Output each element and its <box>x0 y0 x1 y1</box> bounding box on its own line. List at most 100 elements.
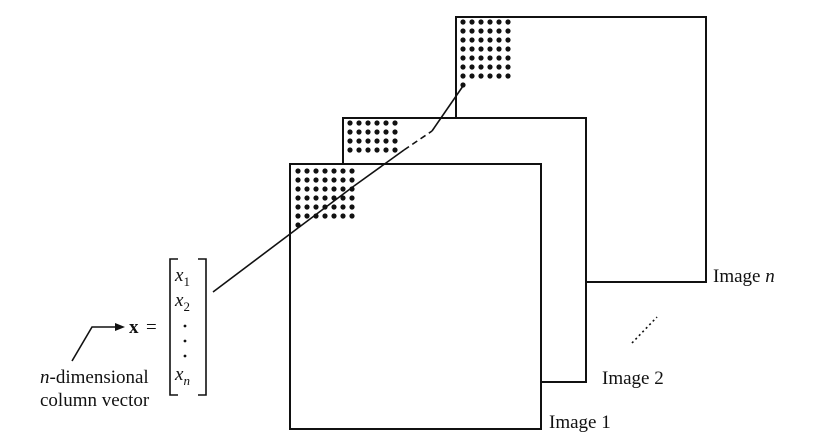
pixel-dot <box>496 64 502 70</box>
pixel-dot <box>478 19 484 25</box>
pixel-dot <box>331 213 337 219</box>
pixel-dot <box>496 37 502 43</box>
pixel-dot <box>392 129 398 135</box>
pixel-dot <box>469 73 475 79</box>
pixel-dot <box>496 55 502 61</box>
pixel-dot <box>313 177 319 183</box>
pixel-dot <box>487 28 493 34</box>
pixel-dot <box>487 19 493 25</box>
pixel-dot <box>478 37 484 43</box>
pixel-dot <box>383 147 389 153</box>
pixel-dot <box>349 204 355 210</box>
pixel-dot <box>469 19 475 25</box>
image-1-pixel-grid <box>295 168 355 228</box>
pixel-dot <box>383 138 389 144</box>
pixel-dot <box>392 147 398 153</box>
pixel-dot <box>469 37 475 43</box>
pixel-dot <box>496 19 502 25</box>
vector-dot-3 <box>183 354 187 358</box>
pixel-dot <box>322 195 328 201</box>
pixel-dot <box>295 168 301 174</box>
pixel-dot <box>340 204 346 210</box>
pixel-dot <box>347 120 353 126</box>
pixel-dot <box>487 46 493 52</box>
pixel-dot <box>460 19 466 25</box>
image-2-pixel-grid <box>347 120 398 153</box>
vector-entry-2: x2 <box>174 290 190 314</box>
image-2-label: Image 2 <box>602 368 664 389</box>
pixel-dot <box>460 64 466 70</box>
pixel-dot <box>347 147 353 153</box>
image-1-label: Image 1 <box>549 412 611 433</box>
pixel-dot <box>496 73 502 79</box>
pixel-dot <box>374 147 380 153</box>
pixel-dot <box>295 213 301 219</box>
pixel-dot <box>331 168 337 174</box>
pixel-dot <box>304 186 310 192</box>
pixel-dot <box>505 46 511 52</box>
pixel-dot <box>469 64 475 70</box>
pixel-dot <box>313 186 319 192</box>
pixel-dot <box>505 55 511 61</box>
pixel-dot <box>304 177 310 183</box>
pixel-dot <box>349 195 355 201</box>
pixel-dot <box>505 37 511 43</box>
pixel-dot <box>322 186 328 192</box>
pixel-dot <box>313 195 319 201</box>
pixel-dot <box>460 73 466 79</box>
pixel-dot <box>322 213 328 219</box>
pixel-dot <box>340 195 346 201</box>
stack-line-dashed <box>403 130 433 151</box>
pixel-dot <box>487 37 493 43</box>
stack-line-segment-2 <box>353 149 405 187</box>
pixel-dot <box>365 138 371 144</box>
pixel-dot <box>349 168 355 174</box>
stack-line-segment-1 <box>297 185 355 229</box>
pixel-dot <box>374 129 380 135</box>
pixel-dot <box>460 28 466 34</box>
pixel-dot <box>331 204 337 210</box>
pixel-dot <box>356 120 362 126</box>
image-n-pixel-grid <box>460 19 511 88</box>
pixel-dot <box>340 177 346 183</box>
pixel-dot <box>365 147 371 153</box>
pixel-dot <box>383 129 389 135</box>
vector-caption-line-2: column vector <box>40 390 150 411</box>
pixel-dot <box>304 213 310 219</box>
pixel-dot <box>496 46 502 52</box>
vector-dot-2 <box>183 339 187 343</box>
pixel-dot <box>392 138 398 144</box>
pixel-dot <box>460 82 466 88</box>
vector-right-bracket <box>198 258 207 396</box>
images-ellipsis <box>631 316 658 344</box>
pixel-dot <box>356 147 362 153</box>
vector-entry-1: x1 <box>174 265 190 289</box>
pixel-dot <box>478 55 484 61</box>
pixel-dot <box>340 186 346 192</box>
pixel-dot <box>374 138 380 144</box>
pixel-dot <box>347 129 353 135</box>
caption-arrow-head <box>115 323 125 331</box>
vector-dot-1 <box>183 324 187 328</box>
pixel-dot <box>460 46 466 52</box>
caption-arrow <box>71 326 118 362</box>
pixel-dot <box>295 195 301 201</box>
pixel-dot <box>374 120 380 126</box>
pixel-dot <box>331 186 337 192</box>
vector-entry-n: xn <box>174 364 190 388</box>
pixel-dot <box>469 55 475 61</box>
pixel-dot <box>505 19 511 25</box>
pixel-dot <box>304 195 310 201</box>
pixel-dot <box>487 55 493 61</box>
pixel-dot <box>295 186 301 192</box>
pixel-dot <box>365 120 371 126</box>
pixel-dot <box>469 46 475 52</box>
pixel-dot <box>340 168 346 174</box>
vector-left-bracket <box>169 258 178 396</box>
pixel-dot <box>478 28 484 34</box>
pixel-dot <box>478 73 484 79</box>
pixel-dot <box>505 64 511 70</box>
pixel-dot <box>322 168 328 174</box>
pixel-dot <box>478 46 484 52</box>
